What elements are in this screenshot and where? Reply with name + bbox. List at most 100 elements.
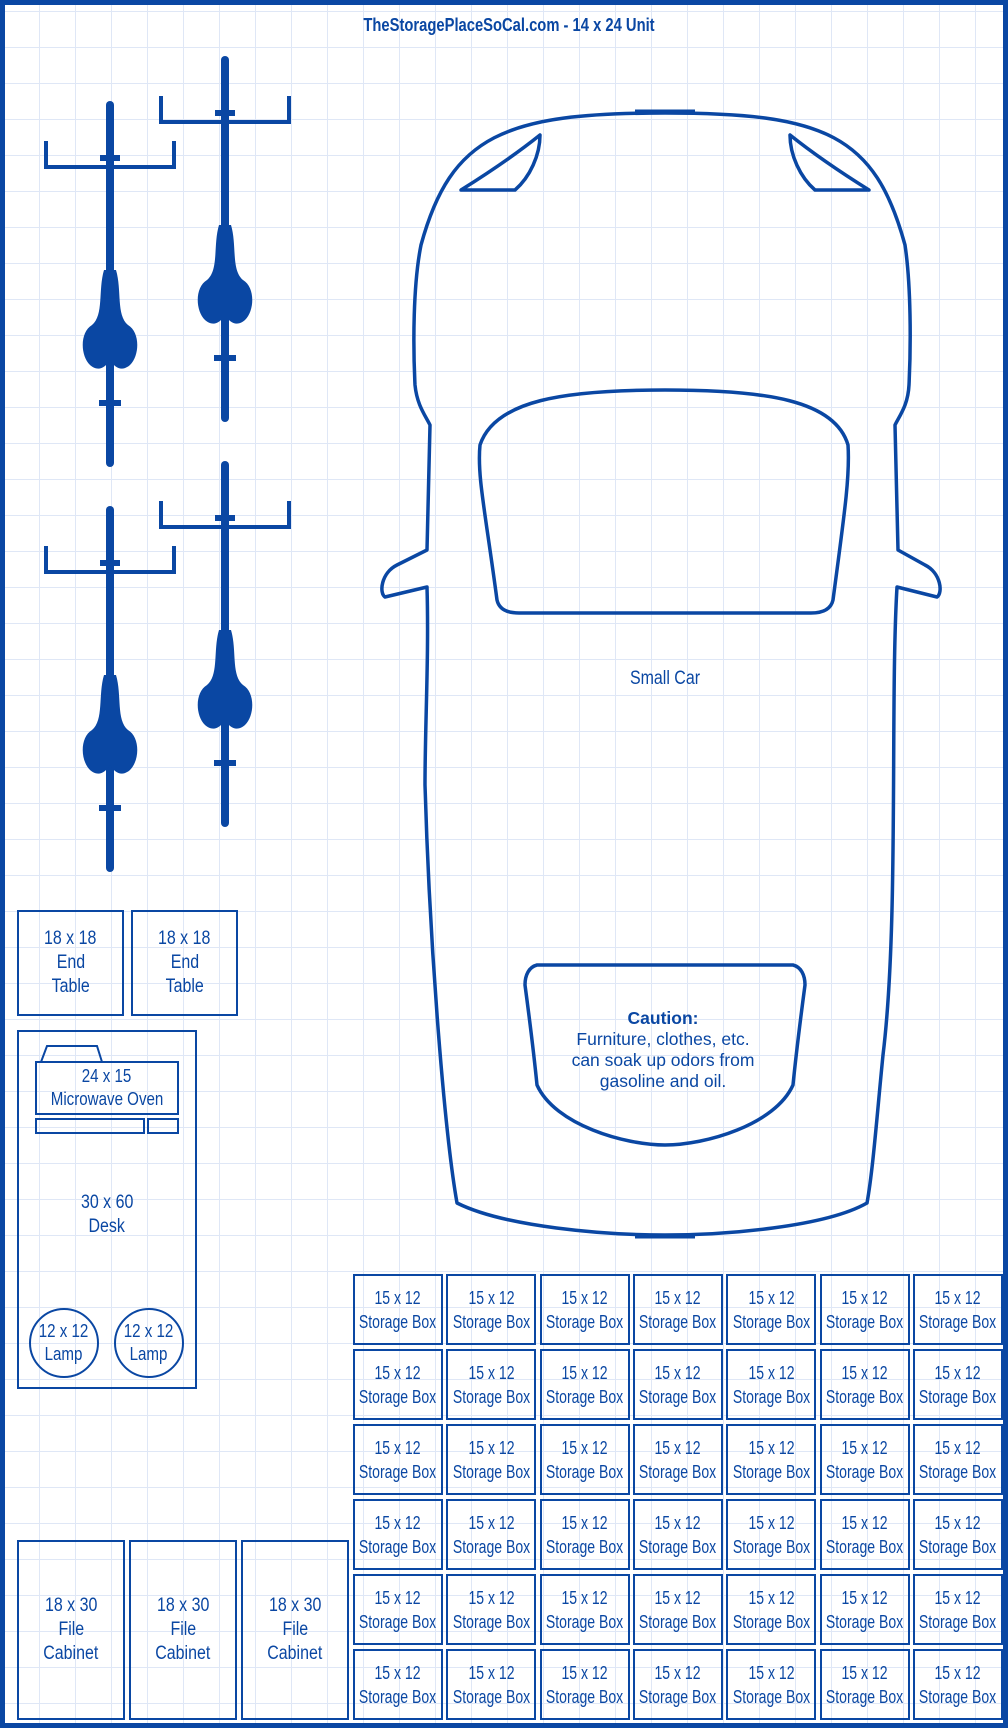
storage-box-size: 15 x 12 xyxy=(468,1587,515,1608)
lamp-label: Lamp xyxy=(45,1344,83,1364)
storage-box-size: 15 x 12 xyxy=(468,1287,515,1308)
storage-box-label: Storage Box xyxy=(919,1386,997,1407)
storage-box: 15 x 12 Storage Box xyxy=(912,1424,1003,1495)
storage-box-label: Storage Box xyxy=(452,1611,530,1632)
bicycle xyxy=(44,506,176,872)
end-table-label: End xyxy=(170,952,199,973)
storage-box-label: Storage Box xyxy=(545,1311,624,1332)
storage-box-label: Storage Box xyxy=(545,1686,624,1707)
storage-box-label: Storage Box xyxy=(452,1461,530,1482)
storage-box-label: Storage Box xyxy=(732,1611,810,1632)
storage-box: 15 x 12 Storage Box xyxy=(819,1274,910,1345)
storage-box-label: Storage Box xyxy=(919,1686,997,1707)
file-cabinet-label: File xyxy=(282,1619,308,1640)
lamp: 12 x 12 Lamp xyxy=(114,1308,184,1378)
storage-box-size: 15 x 12 xyxy=(934,1587,981,1608)
bicycle xyxy=(44,101,176,467)
storage-box-label: Storage Box xyxy=(359,1536,437,1557)
lamp-label: Lamp xyxy=(130,1344,168,1364)
microwave-base xyxy=(35,1118,145,1134)
right-headlight xyxy=(788,133,871,192)
end-table-size: 18 x 18 xyxy=(44,928,97,949)
bicycle xyxy=(159,461,291,827)
storage-box-label: Storage Box xyxy=(639,1311,717,1332)
storage-box: 15 x 12 Storage Box xyxy=(819,1649,910,1720)
bicycle xyxy=(159,56,291,422)
storage-box: 15 x 12 Storage Box xyxy=(632,1574,723,1645)
storage-box-label: Storage Box xyxy=(919,1311,997,1332)
storage-box: 15 x 12 Storage Box xyxy=(353,1274,443,1345)
storage-box-size: 15 x 12 xyxy=(654,1512,701,1533)
storage-box-label: Storage Box xyxy=(639,1386,717,1407)
storage-box-label: Storage Box xyxy=(452,1386,530,1407)
caution-note: Caution: Furniture, clothes, etc. can so… xyxy=(535,1008,791,1092)
end-table-label: Table xyxy=(51,976,90,997)
file-cabinet: 18 x 30 File Cabinet xyxy=(17,1540,125,1720)
storage-box-label: Storage Box xyxy=(359,1311,437,1332)
storage-box-size: 15 x 12 xyxy=(748,1662,795,1683)
rear-window xyxy=(523,963,807,1147)
storage-box-label: Storage Box xyxy=(639,1686,717,1707)
microwave-handle xyxy=(40,1045,103,1063)
roof-panel xyxy=(477,388,851,615)
storage-box-label: Storage Box xyxy=(825,1536,904,1557)
file-cabinet-label: File xyxy=(58,1619,84,1640)
microwave-base xyxy=(147,1118,179,1134)
storage-box-label: Storage Box xyxy=(639,1611,717,1632)
storage-box-size: 15 x 12 xyxy=(841,1437,888,1458)
file-cabinet: 18 x 30 File Cabinet xyxy=(241,1540,349,1720)
storage-box-label: Storage Box xyxy=(825,1311,904,1332)
storage-box-label: Storage Box xyxy=(919,1536,997,1557)
storage-box-size: 15 x 12 xyxy=(934,1437,981,1458)
lamp-size: 12 x 12 xyxy=(124,1321,174,1341)
bicycles-group xyxy=(44,56,291,872)
storage-box-size: 15 x 12 xyxy=(561,1437,608,1458)
storage-box-label: Storage Box xyxy=(359,1686,437,1707)
storage-box-size: 15 x 12 xyxy=(374,1362,422,1383)
lamp-size: 12 x 12 xyxy=(39,1321,89,1341)
storage-box-label: Storage Box xyxy=(919,1611,997,1632)
storage-box-label: Storage Box xyxy=(919,1461,997,1482)
floor-plan-drawing xyxy=(40,56,942,1239)
storage-box-size: 15 x 12 xyxy=(654,1587,701,1608)
storage-box-label: Storage Box xyxy=(825,1686,904,1707)
storage-box-size: 15 x 12 xyxy=(841,1662,888,1683)
storage-box-size: 15 x 12 xyxy=(374,1287,422,1308)
storage-box-label: Storage Box xyxy=(452,1536,530,1557)
storage-box-size: 15 x 12 xyxy=(748,1587,795,1608)
storage-box-size: 15 x 12 xyxy=(561,1287,608,1308)
caution-line: Furniture, clothes, etc. xyxy=(576,1029,750,1049)
storage-box-size: 15 x 12 xyxy=(561,1587,608,1608)
storage-box-label: Storage Box xyxy=(732,1311,810,1332)
storage-box-size: 15 x 12 xyxy=(468,1362,515,1383)
storage-box-label: Storage Box xyxy=(732,1386,810,1407)
end-table: 18 x 18 End Table xyxy=(17,910,124,1016)
storage-box-label: Storage Box xyxy=(359,1611,437,1632)
storage-box-size: 15 x 12 xyxy=(841,1287,888,1308)
storage-box: 15 x 12 Storage Box xyxy=(446,1349,537,1420)
